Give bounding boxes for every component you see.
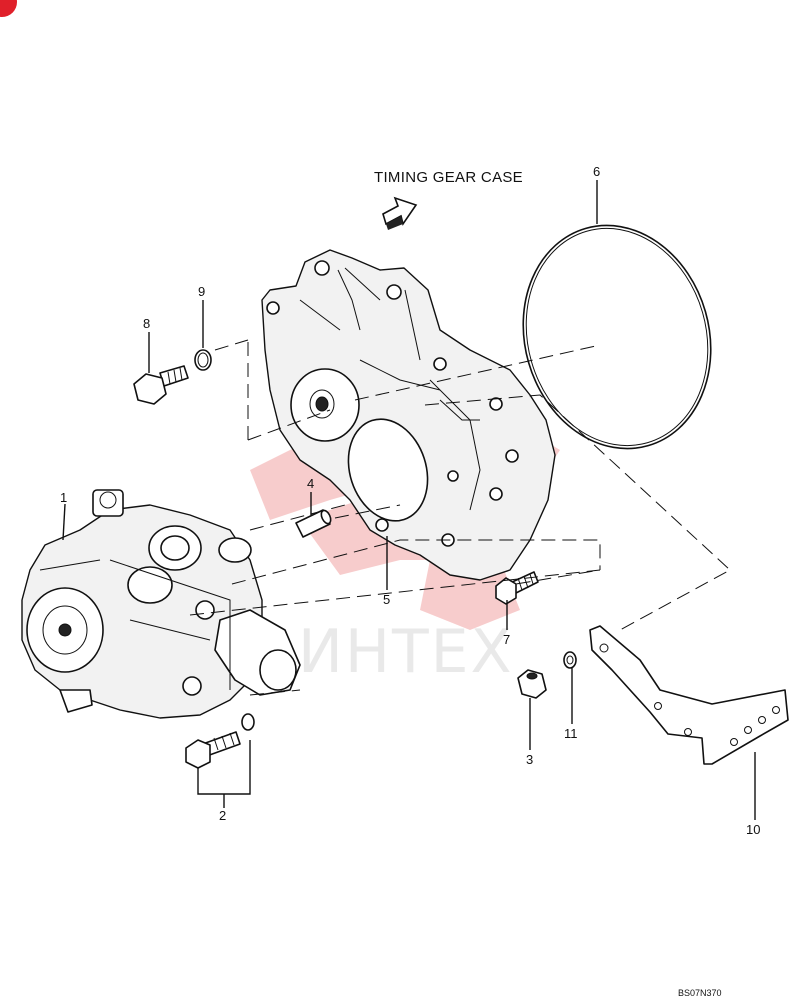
gasket-ring	[522, 224, 712, 450]
callout-3: 3	[526, 752, 533, 767]
callout-6: 6	[593, 164, 600, 179]
nut	[517, 669, 547, 699]
watermark-text: ИНТЕХ	[298, 617, 514, 687]
callout-4: 4	[307, 476, 314, 491]
timing-gear-case-heading: TIMING GEAR CASE	[374, 169, 523, 186]
alignment-lines	[189, 339, 731, 696]
callout-7: 7	[503, 632, 510, 647]
callout-11: 11	[564, 726, 578, 741]
o-ring	[194, 349, 212, 371]
callout-2: 2	[219, 808, 226, 823]
fuel-injection-pump	[21, 489, 301, 719]
callouts: 1 2 3 4 5 6 7 8 9 10 11	[60, 164, 760, 837]
leader-lines	[62, 180, 756, 820]
flange-bolt-8	[133, 365, 189, 405]
callout-8: 8	[143, 316, 150, 331]
washer	[563, 651, 577, 669]
bolt-2	[185, 713, 255, 769]
callout-1: 1	[60, 490, 67, 505]
callout-5: 5	[383, 592, 390, 607]
pump-bracket	[261, 249, 556, 581]
figure-code: BS07N370	[678, 988, 722, 998]
direction-arrow-icon	[382, 196, 418, 230]
callout-9: 9	[198, 284, 205, 299]
corner-mark	[0, 0, 17, 17]
dowel-pin	[295, 509, 332, 538]
support-stay	[589, 625, 789, 765]
callout-10: 10	[746, 822, 760, 837]
